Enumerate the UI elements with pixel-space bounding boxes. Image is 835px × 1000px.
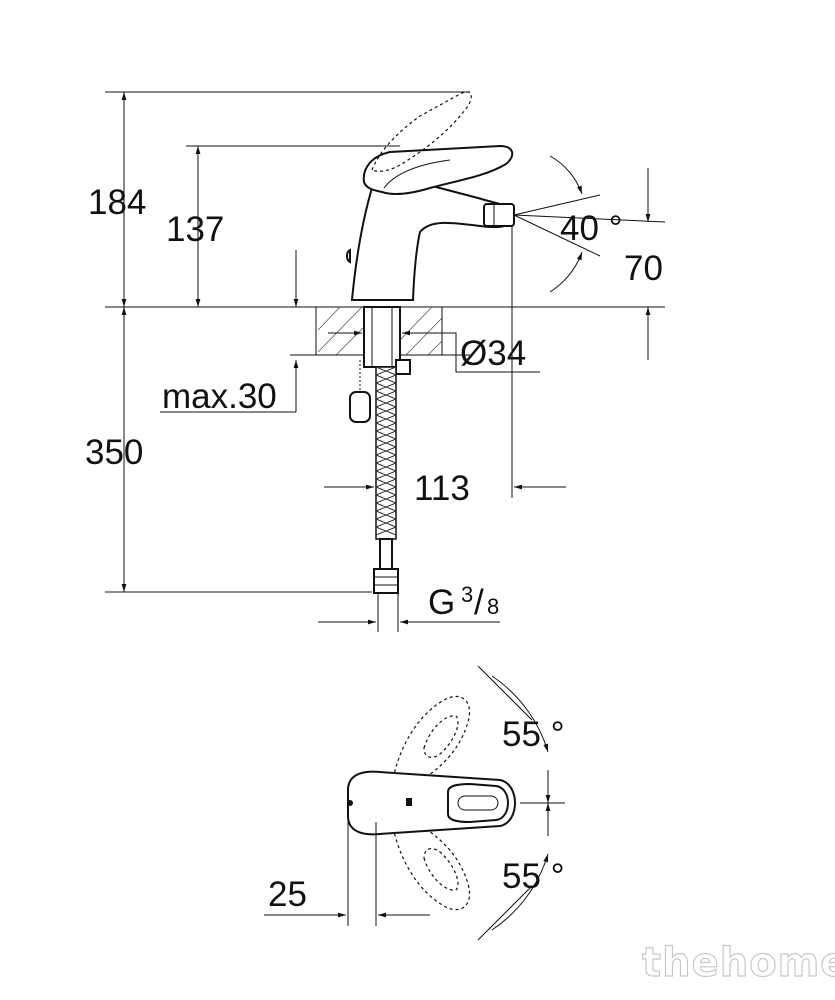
dim-lever-angle-lower: 55 °: [502, 857, 565, 896]
dim-hole-diameter: Ø34: [460, 334, 526, 373]
dim-hose-length: 350: [85, 433, 143, 472]
lever-raised-ghost: [371, 91, 472, 172]
nut: [395, 359, 411, 375]
faucet-body: [350, 174, 514, 301]
dim-thread-denominator: 8: [487, 594, 499, 619]
side-view: [105, 91, 666, 632]
dim-lever-offset: 25: [268, 875, 307, 914]
drain-knob: [346, 248, 351, 264]
top-handle-grip: [447, 782, 509, 824]
dim-spout-height: 137: [166, 210, 224, 249]
dim-max-deck: max.30: [162, 377, 277, 416]
shank: [363, 306, 401, 368]
popup-chain: [349, 360, 371, 423]
lever: [362, 144, 514, 196]
spout-outlet: [483, 203, 515, 227]
dim-thread-g: G: [428, 583, 455, 622]
dim-spout-reach: 113: [414, 469, 470, 508]
dim-lever-angle-upper: 55 °: [502, 715, 565, 754]
watermark: thehome: [642, 940, 835, 986]
lever-right-ghost: [391, 819, 471, 911]
dim-outlet-height: 70: [624, 249, 663, 288]
dim-spray-angle: 40 °: [560, 209, 623, 248]
dim-overall-height: 184: [88, 183, 146, 222]
dim-thread-numerator: 3: [461, 582, 473, 607]
dim-thread-slash: /: [474, 583, 484, 622]
lever-left-ghost: [391, 695, 471, 787]
supply-hose: [373, 366, 399, 632]
top-view: [264, 665, 565, 941]
